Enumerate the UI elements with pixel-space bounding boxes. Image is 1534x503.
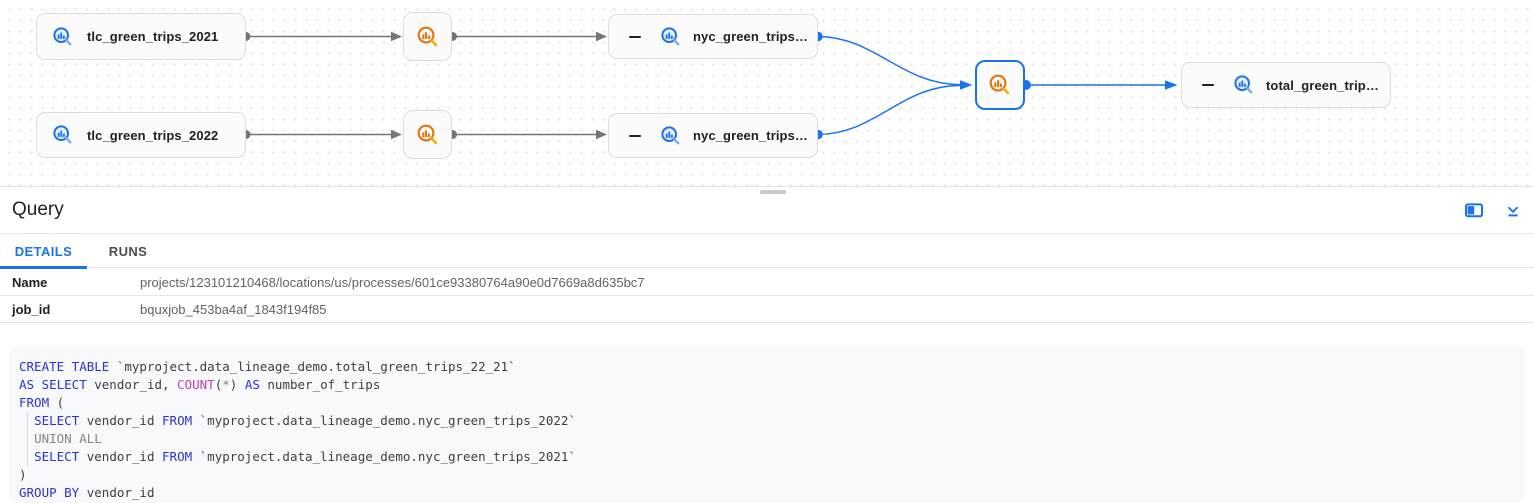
bigquery-table-icon bbox=[1232, 73, 1256, 97]
detail-value: bquxjob_453ba4af_1843f194f85 bbox=[140, 301, 327, 317]
bigquery-table-icon bbox=[659, 124, 683, 148]
tab-label: RUNS bbox=[108, 243, 148, 259]
details-table: Name projects/123101210468/locations/us/p… bbox=[0, 269, 1534, 323]
sql-line: GROUP BY vendor_id bbox=[19, 485, 155, 500]
graph-panel-divider bbox=[0, 186, 1534, 187]
query-panel-header: Query bbox=[0, 187, 1534, 233]
bigquery-table-icon bbox=[659, 25, 683, 49]
detail-label: Name bbox=[12, 274, 48, 290]
bigquery-table-icon bbox=[51, 123, 75, 147]
table-node-nyc-green-trips-2[interactable]: nyc_green_trips… bbox=[608, 113, 818, 158]
sql-line: FROM ( bbox=[19, 395, 65, 410]
header-divider bbox=[0, 233, 1534, 234]
node-label: nyc_green_trips… bbox=[693, 128, 809, 143]
bigquery-table-icon bbox=[51, 25, 75, 49]
panel-drag-handle[interactable] bbox=[760, 190, 786, 194]
panel-title: Query bbox=[12, 199, 64, 220]
node-label: nyc_green_trips… bbox=[693, 29, 809, 44]
process-node-query-2[interactable] bbox=[403, 110, 452, 159]
table-node-tlc-green-trips-2022[interactable]: tlc_green_trips_2022 bbox=[36, 112, 246, 158]
collapse-node-icon[interactable] bbox=[1202, 84, 1214, 86]
node-label: tlc_green_trips_2022 bbox=[87, 127, 219, 143]
open-side-panel-icon[interactable] bbox=[1463, 199, 1485, 221]
bigquery-process-icon bbox=[415, 24, 441, 50]
indent-guide bbox=[27, 412, 28, 466]
sql-code: CREATE TABLE `myproject.data_lineage_dem… bbox=[9, 346, 1525, 502]
sql-line: SELECT vendor_id FROM `myproject.data_li… bbox=[34, 449, 576, 464]
process-node-query-selected[interactable] bbox=[975, 60, 1025, 110]
detail-row: job_id bquxjob_453ba4af_1843f194f85 bbox=[0, 296, 1534, 323]
node-label: tlc_green_trips_2021 bbox=[87, 29, 219, 44]
sql-code-block: CREATE TABLE `myproject.data_lineage_dem… bbox=[9, 346, 1525, 503]
tab-details[interactable]: DETAILS bbox=[0, 234, 87, 269]
table-node-total-green-trips[interactable]: total_green_trip… bbox=[1181, 62, 1391, 108]
sql-line: ) bbox=[19, 467, 27, 482]
sql-line: UNION ALL bbox=[34, 431, 102, 446]
collapse-node-icon[interactable] bbox=[629, 35, 641, 38]
panel-tabs: DETAILS RUNS bbox=[0, 234, 1534, 269]
process-node-query-1[interactable] bbox=[403, 12, 452, 61]
tab-label: DETAILS bbox=[14, 243, 73, 259]
tab-runs[interactable]: RUNS bbox=[87, 234, 169, 268]
table-node-nyc-green-trips-1[interactable]: nyc_green_trips… bbox=[608, 14, 818, 59]
sql-line: AS SELECT vendor_id, COUNT(*) AS number_… bbox=[19, 377, 381, 392]
lineage-graph-canvas[interactable]: tlc_green_trips_2021 tlc_green_trips_202… bbox=[0, 0, 1534, 186]
detail-label: job_id bbox=[12, 301, 51, 317]
collapse-panel-icon[interactable] bbox=[1502, 199, 1524, 221]
detail-row: Name projects/123101210468/locations/us/p… bbox=[0, 269, 1534, 296]
detail-value: projects/123101210468/locations/us/proce… bbox=[140, 274, 645, 290]
table-node-tlc-green-trips-2021[interactable]: tlc_green_trips_2021 bbox=[36, 13, 246, 60]
sql-line: CREATE TABLE `myproject.data_lineage_dem… bbox=[19, 359, 516, 374]
bigquery-process-icon bbox=[987, 72, 1013, 98]
bigquery-process-icon bbox=[415, 122, 441, 148]
sql-line: SELECT vendor_id FROM `myproject.data_li… bbox=[34, 413, 576, 428]
node-label: total_green_trip… bbox=[1266, 77, 1379, 93]
collapse-node-icon[interactable] bbox=[629, 134, 641, 137]
